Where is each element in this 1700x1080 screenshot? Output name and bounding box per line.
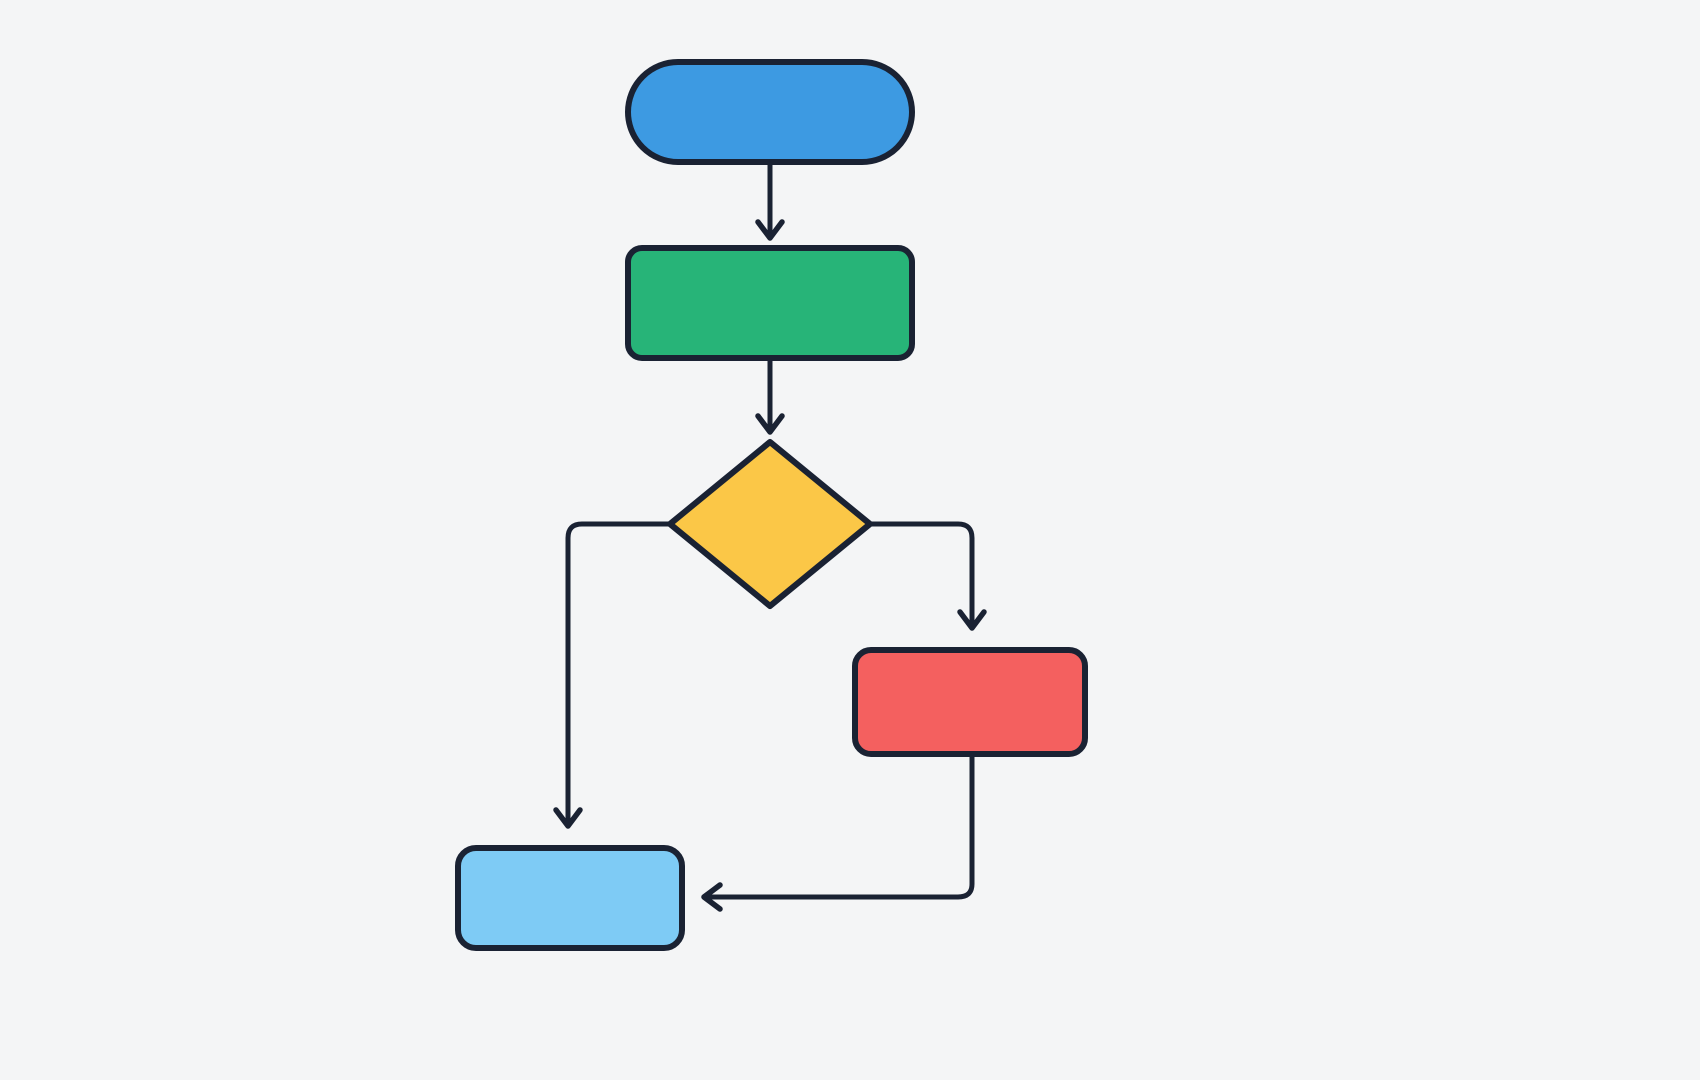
- process-node[interactable]: [625, 245, 915, 361]
- end-node[interactable]: [455, 845, 685, 951]
- edge-branch-right-to-end-arrowhead-icon: [701, 882, 723, 912]
- edge-process-to-decision-arrowhead-icon: [755, 413, 785, 435]
- process-node-shape[interactable]: [625, 245, 915, 361]
- edge-decision-to-branch-right-line: [870, 521, 975, 626]
- edge-start-to-process-arrowhead-icon: [755, 219, 785, 241]
- edge-branch-right-to-end-line: [706, 754, 975, 900]
- edge-decision-to-end: [553, 521, 670, 829]
- edge-decision-to-end-line: [565, 521, 670, 824]
- edge-branch-right-to-end: [701, 754, 975, 912]
- start-node-shape[interactable]: [625, 59, 915, 165]
- edge-process-to-decision: [755, 358, 785, 435]
- branch-right-node-shape[interactable]: [852, 647, 1088, 757]
- decision-node[interactable]: [667, 439, 873, 609]
- edges-layer: [553, 162, 987, 912]
- branch-right-node[interactable]: [852, 647, 1088, 757]
- edge-decision-to-branch-right-arrowhead-icon: [957, 609, 987, 631]
- edge-decision-to-branch-right: [870, 521, 987, 631]
- nodes-layer: [455, 59, 1088, 951]
- decision-node-shape[interactable]: [667, 439, 873, 609]
- edge-decision-to-end-arrowhead-icon: [553, 807, 583, 829]
- end-node-shape[interactable]: [455, 845, 685, 951]
- edge-start-to-process: [755, 162, 785, 241]
- start-node[interactable]: [625, 59, 915, 165]
